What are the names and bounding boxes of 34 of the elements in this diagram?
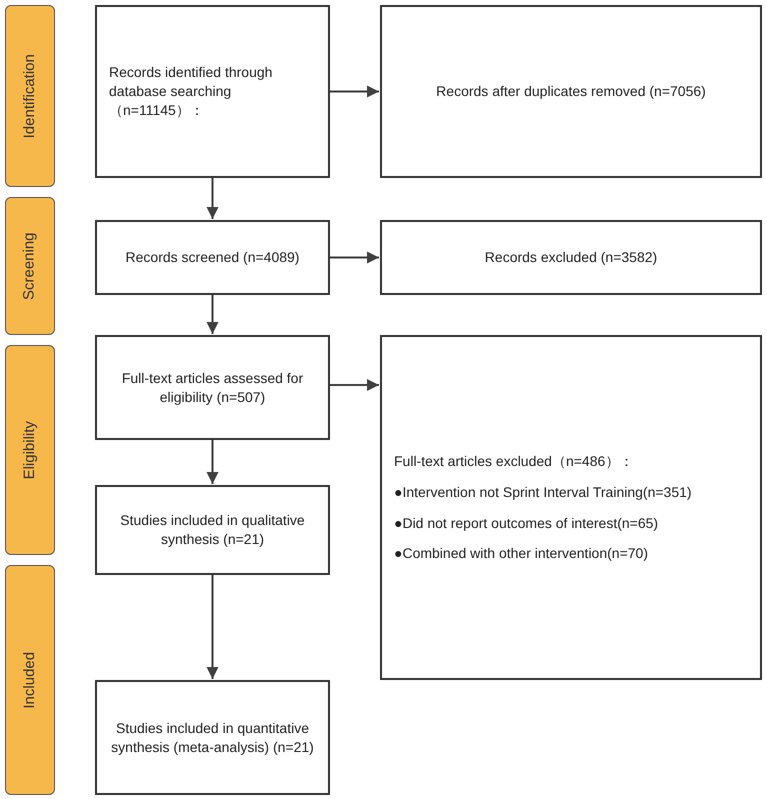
arrow bbox=[206, 178, 218, 219]
stage-label: Screening bbox=[20, 232, 39, 300]
stage-band bbox=[5, 345, 55, 555]
box-text: Records identified through database searching（n=11145）： bbox=[109, 63, 274, 120]
process-box bbox=[380, 335, 762, 680]
stage-label: Identification bbox=[20, 54, 39, 138]
process-box bbox=[95, 220, 330, 295]
box-text: Full-text articles assessed for eligibility (n=507) bbox=[120, 368, 304, 406]
arrow bbox=[330, 86, 379, 98]
stage-band bbox=[5, 5, 55, 187]
arrow bbox=[330, 252, 379, 264]
box-text: ●Intervention not Sprint Interval Training(n=351) bbox=[394, 482, 692, 502]
box-text: Records screened (n=4089) bbox=[126, 248, 300, 267]
process-box bbox=[95, 335, 330, 440]
box-text: ●Combined with other intervention(n=70) bbox=[394, 544, 648, 564]
stage-band bbox=[5, 197, 55, 335]
process-box bbox=[380, 5, 762, 178]
box-text: Records after duplicates removed (n=7056) bbox=[436, 82, 706, 101]
stage-band bbox=[5, 565, 55, 795]
arrow bbox=[206, 440, 218, 484]
arrow bbox=[206, 575, 218, 679]
box-text: Full-text articles excluded（n=486）： bbox=[394, 452, 634, 471]
stage-label: Eligibility bbox=[20, 420, 39, 480]
process-box bbox=[380, 220, 762, 295]
process-box bbox=[95, 680, 330, 795]
box-text: Studies included in quantitative synthesis (meta-analysis) (n=21) bbox=[110, 718, 315, 756]
stage-label: Included bbox=[20, 652, 39, 708]
arrow bbox=[330, 379, 379, 391]
box-text: ●Did not report outcomes of interest(n=65) bbox=[394, 514, 658, 532]
process-box bbox=[95, 5, 330, 178]
process-box bbox=[95, 485, 330, 575]
box-text: Studies included in qualitative synthesis (n=21) bbox=[119, 511, 306, 549]
arrow bbox=[206, 295, 218, 334]
box-text: Records excluded (n=3582) bbox=[484, 248, 658, 267]
